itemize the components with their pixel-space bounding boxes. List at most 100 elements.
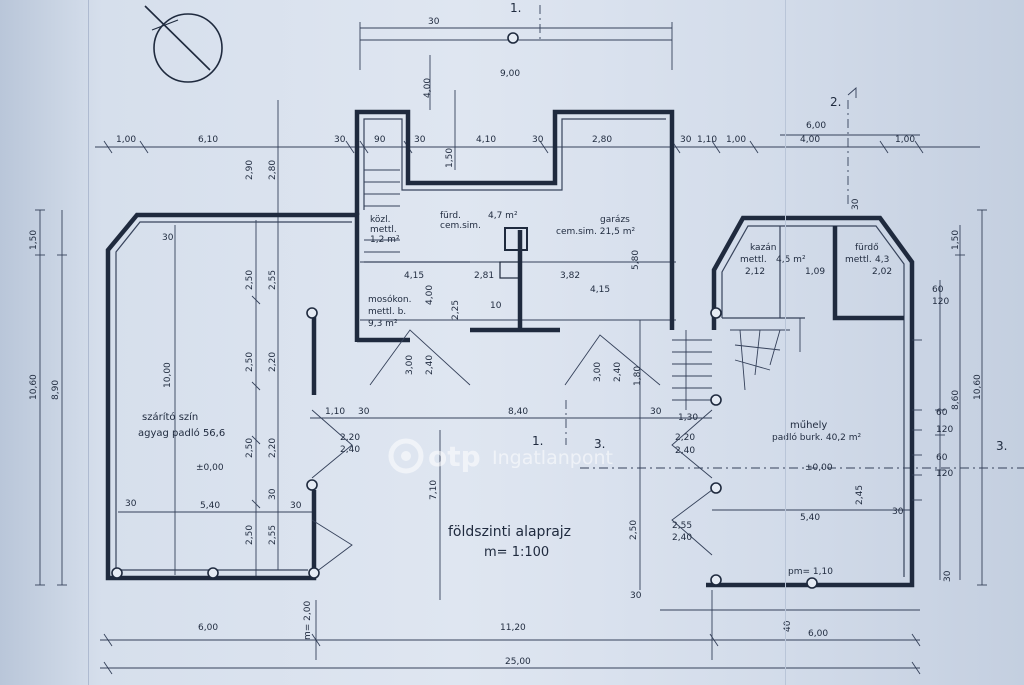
dim-top-i: 4,10 <box>476 135 496 145</box>
dim-top-c: 4,00 <box>423 78 433 98</box>
dim-left-g: 2,50 <box>245 270 255 290</box>
room-boiler-right-area: 4,5 m² <box>776 255 806 265</box>
dim-top-b: 9,00 <box>500 69 520 79</box>
dim-inner-d: 4,15 <box>590 285 610 295</box>
dim-ticks-right <box>935 209 987 586</box>
chimney <box>504 227 528 251</box>
dim-inner-n: 8,40 <box>508 407 528 417</box>
dim-inner-ac: 10 <box>490 301 502 311</box>
room-boiler-left-area: 9,3 m² <box>368 319 398 329</box>
dim-inner-q: 2,20 <box>340 433 360 443</box>
dim-inner-y: 1,30 <box>678 413 698 423</box>
room-toilet-name: fürd. <box>440 211 461 221</box>
room-wc-name: fürdő <box>855 243 879 253</box>
stairs-center <box>672 330 712 410</box>
room-workshop-name: műhely <box>790 419 827 431</box>
room-drying-shed-name: szárító szín <box>142 411 198 423</box>
room-boiler-left-floor: mettl. b. <box>368 307 406 317</box>
dim-left-m: 2,50 <box>245 525 255 545</box>
dim-ticks-left <box>35 209 261 586</box>
dim-right-i: 120 <box>932 297 949 307</box>
dim-bottom-a: 6,00 <box>198 623 218 633</box>
dim-bottom-d: 6,00 <box>808 629 828 639</box>
wall-left-wing-inner <box>115 221 352 571</box>
dim-left-d: 30 <box>162 233 174 243</box>
dim-inner-z: 2,20 <box>675 433 695 443</box>
dim-left-p: 30 <box>125 499 137 509</box>
door-swings <box>311 329 713 576</box>
dim-right-h: 60 <box>932 285 944 295</box>
dim-inner-v: 2,50 <box>629 520 639 540</box>
dim-inner-t: 5,40 <box>200 501 220 511</box>
room-drying-shed-floor: agyag padló 56,6 <box>138 427 225 439</box>
section-label-1-top: 1. <box>510 1 521 15</box>
section-label-2: 2. <box>830 95 841 109</box>
room-wc-area: 4,3 <box>875 255 889 265</box>
dim-top-m: 1,10 <box>697 135 717 145</box>
section-label-1-bottom: 1. <box>532 434 543 448</box>
dim-inner-k: 3,00 <box>593 362 603 382</box>
room-boiler-right-floor: mettl. <box>740 255 767 265</box>
watermark-brand: otp <box>428 440 481 473</box>
dim-inner-s: 7,10 <box>429 480 439 500</box>
dim-inner-c: 3,82 <box>560 271 580 281</box>
wall-right-wing <box>706 215 915 588</box>
dim-left-a: 1,50 <box>29 230 39 250</box>
dim-bottom-g: 40 <box>783 620 793 632</box>
dim-top-k: 2,80 <box>592 135 612 145</box>
dim-right-f: 60 <box>936 453 948 463</box>
dim-bottom-e: m= 2,00 <box>303 601 313 640</box>
dim-inner-ab: 30 <box>650 407 662 417</box>
dim-inner-o: 1,10 <box>325 407 345 417</box>
watermark: otp Ingatlanpont <box>388 436 648 476</box>
dim-right-a: 1,50 <box>951 230 961 250</box>
dim-right-e: 120 <box>936 425 953 435</box>
dim-inner-j: 2,40 <box>425 355 435 375</box>
dim-inner-f: 2,25 <box>451 300 461 320</box>
dim-inner-b: 2,81 <box>474 271 494 281</box>
dim-left-i: 2,50 <box>245 352 255 372</box>
dim-inner-i: 3,00 <box>405 355 415 375</box>
dim-top-q: 1,00 <box>895 135 915 145</box>
dim-inner-x: 2,40 <box>672 533 692 543</box>
dim-right-g: 120 <box>936 469 953 479</box>
dim-inner-l: 2,40 <box>613 362 623 382</box>
dim-left-b: 10,60 <box>29 374 39 400</box>
plan-scale: m= 1:100 <box>484 545 549 560</box>
dim-right-d: 60 <box>936 408 948 418</box>
wall-right-internal <box>832 226 904 321</box>
dim-top-a: 30 <box>428 17 440 27</box>
wall-left-wing <box>105 212 360 581</box>
dim-right-p: 2,02 <box>872 267 892 277</box>
dim-top-d: 1,00 <box>116 135 136 145</box>
section-arrow-2 <box>847 87 857 98</box>
dim-inner-w: 2,55 <box>672 521 692 531</box>
room-boiler-left-name: mosókon. <box>368 294 411 305</box>
north-arrow-icon <box>144 5 223 83</box>
dim-left-k: 2,50 <box>245 438 255 458</box>
dim-left-f: 2,80 <box>268 160 278 180</box>
dim-left-e: 2,90 <box>245 160 255 180</box>
dim-top-f: 30 <box>334 135 346 145</box>
dim-right-n: 2,12 <box>745 267 765 277</box>
dim-top-e: 6,10 <box>198 135 218 145</box>
dim-right-k: 30 <box>892 507 904 517</box>
stairs-top <box>364 169 400 253</box>
room-passage-name: közl. <box>370 215 390 225</box>
dim-inner-m: 1,80 <box>633 366 643 386</box>
dim-right-s: 30 <box>943 570 953 582</box>
dim-inner-a: 4,15 <box>404 271 424 281</box>
dim-left-l: 2,20 <box>268 438 278 458</box>
dim-left-c: 8,90 <box>51 380 61 400</box>
dim-top-n: 1,00 <box>726 135 746 145</box>
room-wc-floor: mettl. <box>845 255 872 265</box>
dim-right-l: 5,40 <box>800 513 820 523</box>
room-toilet-floor: cem.sim. <box>440 221 481 231</box>
dim-right-m: pm= 1,10 <box>788 567 833 577</box>
room-workshop-floor: padló burk. 40,2 m² <box>772 432 862 443</box>
dim-left-n: 2,55 <box>268 525 278 545</box>
dim-bottom-c: 25,00 <box>505 657 531 667</box>
wall-central-north <box>354 109 675 330</box>
room-garage-floor: cem.sim. 21,5 m² <box>556 227 635 237</box>
